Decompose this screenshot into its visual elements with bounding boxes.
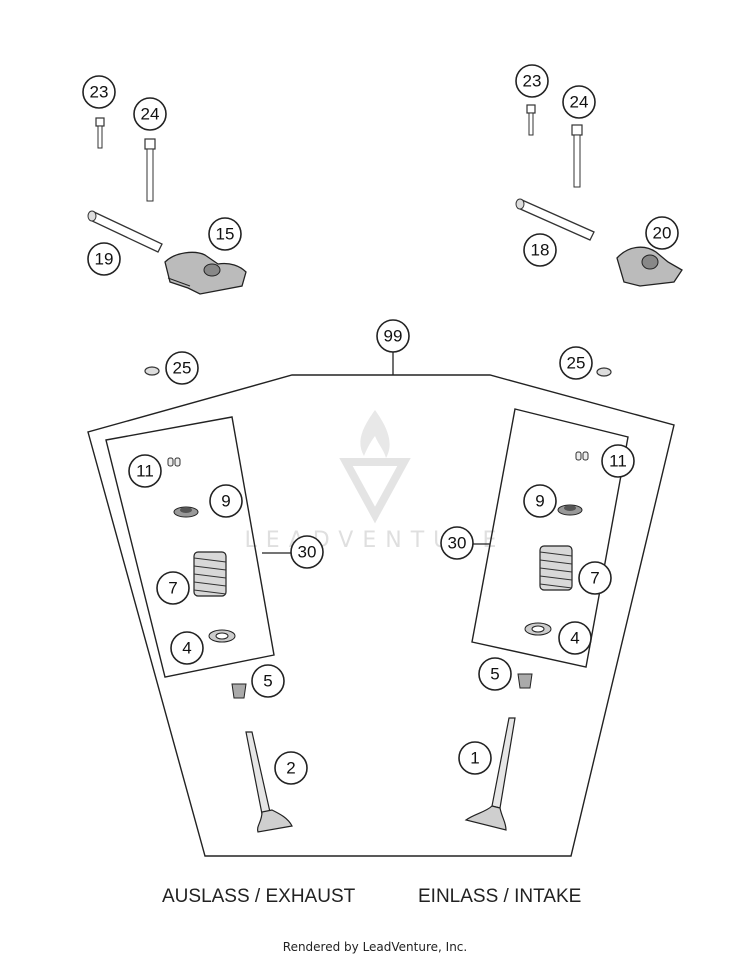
svg-text:7: 7 (590, 569, 599, 588)
intake-valve-1[interactable] (464, 717, 516, 831)
callout-15[interactable]: 15 (208, 217, 242, 251)
svg-text:25: 25 (567, 354, 586, 373)
svg-text:25: 25 (173, 359, 192, 378)
svg-text:7: 7 (168, 579, 177, 598)
callout-23-right[interactable]: 23 (515, 64, 549, 98)
svg-text:30: 30 (448, 534, 467, 553)
assembly-frame (87, 374, 675, 857)
rocker-shaft-19[interactable] (87, 210, 163, 253)
bolt-23-left[interactable] (95, 117, 105, 149)
callout-9-left[interactable]: 9 (209, 484, 243, 518)
spring-seat-4-right[interactable] (524, 622, 552, 636)
rocker-arm-15[interactable] (164, 251, 247, 295)
bolt-23-right[interactable] (526, 104, 536, 136)
callout-11-right[interactable]: 11 (601, 444, 635, 478)
callout-23-left[interactable]: 23 (82, 75, 116, 109)
svg-text:24: 24 (570, 93, 589, 112)
callout-5-right[interactable]: 5 (478, 657, 512, 691)
valve-keepers-11-right[interactable] (575, 451, 589, 461)
rocker-shaft-18[interactable] (515, 198, 595, 241)
valve-keepers-11-left[interactable] (167, 457, 181, 467)
callout-9-right[interactable]: 9 (523, 484, 557, 518)
callout-11-left[interactable]: 11 (128, 454, 162, 488)
svg-text:20: 20 (653, 224, 672, 243)
svg-text:18: 18 (531, 241, 550, 260)
callout-2[interactable]: 2 (274, 751, 308, 785)
callout-30-right[interactable]: 30 (440, 526, 474, 560)
svg-text:15: 15 (216, 225, 235, 244)
callout-7-right[interactable]: 7 (578, 561, 612, 595)
valve-spring-7-right[interactable] (539, 545, 573, 591)
valve-spring-7-left[interactable] (193, 551, 227, 597)
callout-24-right[interactable]: 24 (562, 85, 596, 119)
shim-25-right[interactable] (596, 367, 612, 377)
callout-1[interactable]: 1 (458, 741, 492, 775)
rocker-arm-20[interactable] (616, 246, 683, 287)
svg-text:9: 9 (221, 492, 230, 511)
intake-spring-kit-box (471, 408, 629, 668)
svg-text:23: 23 (90, 83, 109, 102)
spring-retainer-9-left[interactable] (173, 506, 199, 518)
svg-text:4: 4 (182, 639, 191, 658)
svg-text:5: 5 (263, 672, 272, 691)
svg-text:11: 11 (136, 462, 154, 481)
shim-25-left[interactable] (144, 366, 160, 376)
bolt-24-right[interactable] (571, 124, 583, 188)
bolt-24-left[interactable] (144, 138, 156, 202)
callout-30-left[interactable]: 30 (290, 535, 324, 569)
svg-text:5: 5 (490, 665, 499, 684)
callout-99[interactable]: 99 (376, 319, 410, 353)
svg-text:2: 2 (286, 759, 295, 778)
exhaust-spring-kit-box (105, 416, 275, 678)
svg-text:4: 4 (570, 629, 579, 648)
svg-text:11: 11 (609, 452, 627, 471)
intake-label: EINLASS / INTAKE (418, 886, 581, 907)
footer-credit: Rendered by LeadVenture, Inc. (283, 940, 467, 954)
callout-25-left[interactable]: 25 (165, 351, 199, 385)
exhaust-valve-2[interactable] (245, 731, 293, 833)
callout-25-right[interactable]: 25 (559, 346, 593, 380)
spring-retainer-9-right[interactable] (557, 504, 583, 516)
valve-seal-5-right[interactable] (517, 673, 533, 689)
svg-text:19: 19 (95, 250, 114, 269)
callout-20[interactable]: 20 (645, 216, 679, 250)
callout-4-right[interactable]: 4 (558, 621, 592, 655)
callout-24-left[interactable]: 24 (133, 97, 167, 131)
svg-text:30: 30 (298, 543, 317, 562)
callout-4-left[interactable]: 4 (170, 631, 204, 665)
svg-text:24: 24 (141, 105, 160, 124)
callout-18[interactable]: 18 (523, 233, 557, 267)
callout-5-left[interactable]: 5 (251, 664, 285, 698)
svg-text:9: 9 (535, 492, 544, 511)
flame-logo-icon (339, 410, 411, 524)
svg-text:99: 99 (384, 327, 403, 346)
valve-seal-5-left[interactable] (231, 683, 247, 699)
exhaust-label: AUSLASS / EXHAUST (162, 886, 356, 907)
spring-seat-4-left[interactable] (208, 629, 236, 643)
svg-text:1: 1 (470, 749, 479, 768)
callout-19[interactable]: 19 (87, 242, 121, 276)
callout-7-left[interactable]: 7 (156, 571, 190, 605)
svg-text:23: 23 (523, 72, 542, 91)
